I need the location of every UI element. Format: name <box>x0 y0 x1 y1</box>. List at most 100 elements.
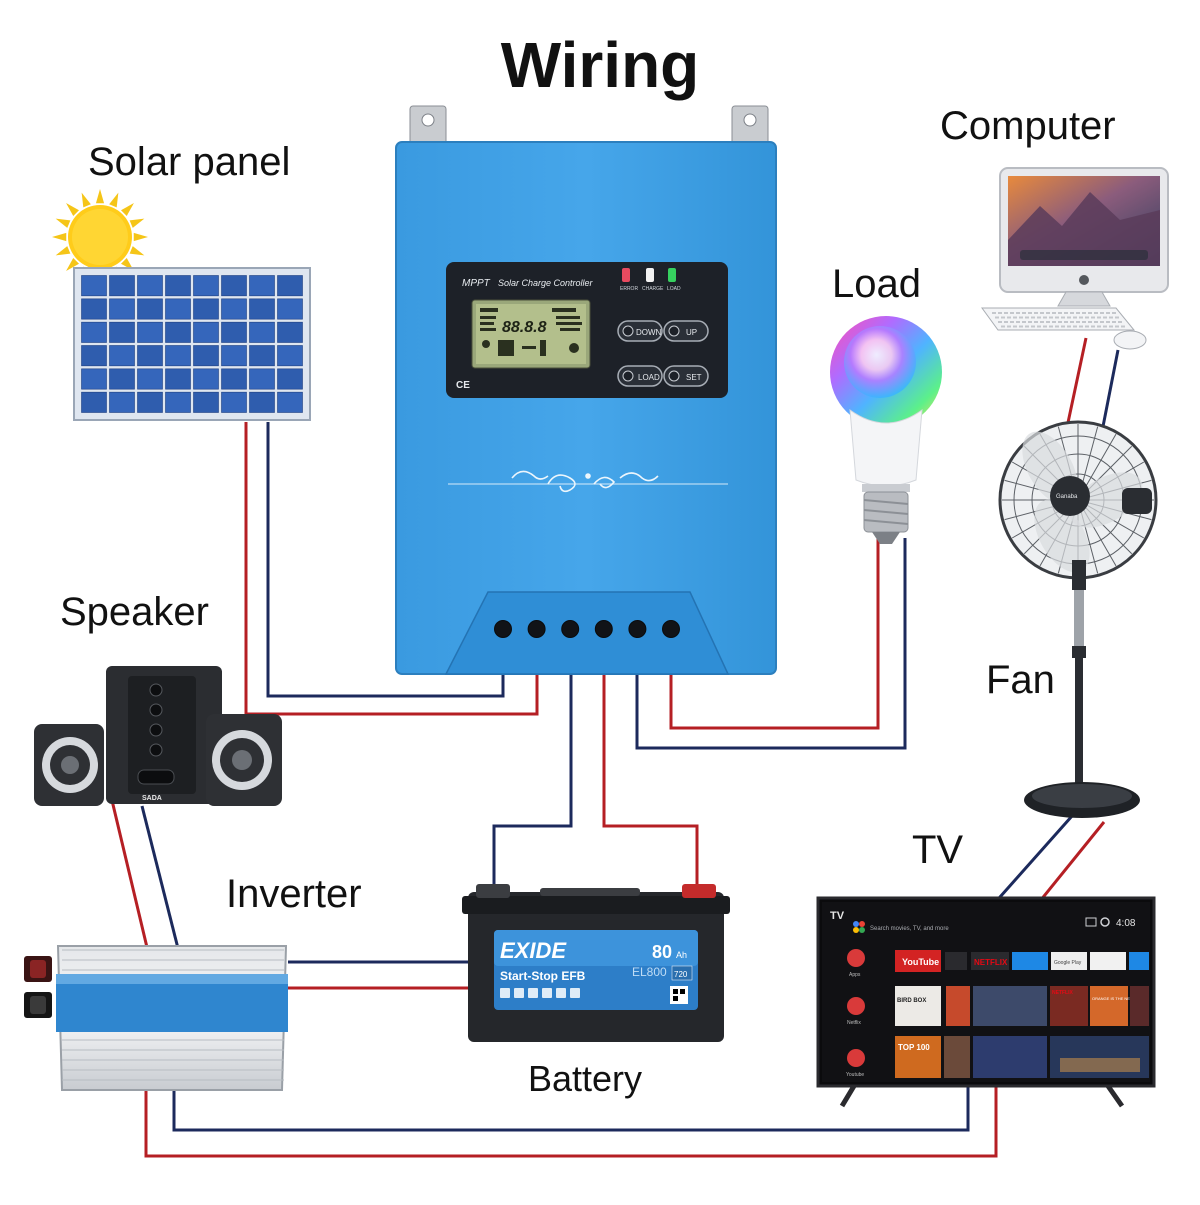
speaker-brand: SADA <box>142 795 162 802</box>
solar-cell <box>193 368 219 390</box>
solar-cell <box>137 368 163 390</box>
mouse <box>1113 330 1147 350</box>
solar-cell <box>193 345 219 367</box>
settings-icon <box>1100 917 1110 927</box>
solar-cell <box>109 275 135 297</box>
solar-cell <box>249 275 275 297</box>
tv-search[interactable]: Search movies, TV, and more <box>870 926 949 932</box>
ce-mark: CE <box>456 380 470 391</box>
solar-cell <box>249 298 275 320</box>
google-assistant-icon <box>853 921 865 933</box>
up-button-label: UP <box>686 328 697 337</box>
solar-cell <box>81 368 107 390</box>
netflix-app-label: Netflix <box>847 1020 861 1026</box>
apple-logo-icon <box>1079 275 1089 285</box>
wire-load-positive <box>669 538 880 730</box>
battery-capacity-unit: Ah <box>676 950 687 960</box>
tile-orange[interactable]: ORANGE IS THE NEW BLACK <box>1092 996 1148 1001</box>
battery-info-icon <box>556 988 566 998</box>
fan-head: Ganaba <box>998 420 1158 580</box>
controller-buttons: DOWN UP LOAD SET <box>617 320 709 387</box>
set-button[interactable]: SET <box>663 365 709 387</box>
load-button[interactable]: LOAD <box>617 365 663 387</box>
youtube-app-label: Youtube <box>846 1072 864 1078</box>
solar-cell <box>137 298 163 320</box>
solar-cell <box>277 368 303 390</box>
speaker-knob[interactable] <box>149 723 163 737</box>
solar-cell <box>109 298 135 320</box>
solar-cell <box>81 298 107 320</box>
solar-cell <box>277 391 303 413</box>
battery-code: EL800 <box>632 965 667 979</box>
label-load: Load <box>832 262 921 306</box>
terminal-block <box>494 620 680 638</box>
solar-cell <box>249 368 275 390</box>
solar-cell <box>221 321 247 343</box>
down-button[interactable]: DOWN <box>617 320 663 342</box>
battery-info-icon <box>528 988 538 998</box>
solar-cell <box>81 275 107 297</box>
wire-fan-tv-positive <box>1034 821 1106 907</box>
terminal-screw <box>594 620 613 638</box>
mounting-tab-left <box>409 105 447 147</box>
tile-top-100[interactable]: TOP 100 <box>898 1043 930 1052</box>
tile-netflix[interactable]: NETFLIX <box>974 958 1008 967</box>
tile-youtube[interactable]: YouTube <box>902 957 939 967</box>
load-button-label: LOAD <box>638 373 660 382</box>
speaker-knob[interactable] <box>149 683 163 697</box>
set-button-label: SET <box>686 373 702 382</box>
television: TV Search movies, TV, and more 4:08 Apps… <box>816 896 1156 1108</box>
tile-bird-box[interactable]: BIRD BOX <box>897 998 926 1004</box>
diagram-title: Wiring <box>500 29 700 101</box>
tv-label: TV <box>830 910 845 922</box>
label-fan: Fan <box>986 658 1055 702</box>
bulb-base <box>863 491 909 544</box>
led-label-error: ERROR <box>620 286 638 292</box>
wire-inverter-tv-positive <box>144 1066 998 1158</box>
solar-panel <box>52 189 311 421</box>
apps-label: Apps <box>849 972 861 978</box>
keyboard <box>981 307 1136 331</box>
subwoofer: SADA <box>106 666 222 804</box>
solar-cell <box>165 321 191 343</box>
battery-brand: EXIDE <box>500 938 567 963</box>
solar-cell <box>109 321 135 343</box>
led-bulb <box>830 316 942 544</box>
controller-title: MPPT <box>462 278 491 289</box>
solar-cell <box>221 275 247 297</box>
tile-netflix-2[interactable]: NETFLIX <box>1052 990 1073 996</box>
solar-cell <box>193 321 219 343</box>
solar-cell <box>81 321 107 343</box>
wire-inverter-tv-negative <box>172 1066 970 1132</box>
terminal-screw <box>561 620 580 638</box>
terminal-screw <box>527 620 546 638</box>
led-label-load: LOAD <box>667 286 681 292</box>
charge-controller: MPPT Solar Charge Controller ERROR CHARG… <box>395 105 777 675</box>
speaker-left <box>34 724 104 806</box>
lcd-display: 88.8.8 <box>471 299 591 369</box>
battery-info-icon <box>570 988 580 998</box>
mounting-tab-right <box>731 105 769 147</box>
ornament <box>448 470 728 493</box>
solar-cell <box>249 321 275 343</box>
led-label-charge: CHARGE <box>642 286 664 292</box>
stand-fan: Ganaba <box>998 420 1158 818</box>
solar-cell <box>221 298 247 320</box>
speaker-knob[interactable] <box>149 703 163 717</box>
battery-capacity: 80 <box>652 942 672 962</box>
solar-cell <box>193 275 219 297</box>
solar-cell <box>137 345 163 367</box>
up-button[interactable]: UP <box>663 320 709 342</box>
tile-google-play[interactable]: Google Play <box>1054 960 1082 966</box>
car-battery: EXIDE Start-Stop EFB 80 Ah EL800 720 <box>462 884 730 1042</box>
speaker-knob[interactable] <box>149 743 163 757</box>
wire-battery-positive <box>602 632 699 890</box>
solar-cell <box>277 321 303 343</box>
speaker-set: SADA <box>34 666 282 806</box>
solar-cell <box>221 391 247 413</box>
solar-cell <box>165 368 191 390</box>
battery-model: Start-Stop EFB <box>500 969 586 983</box>
solar-cell <box>81 345 107 367</box>
input-icon <box>1085 917 1097 927</box>
